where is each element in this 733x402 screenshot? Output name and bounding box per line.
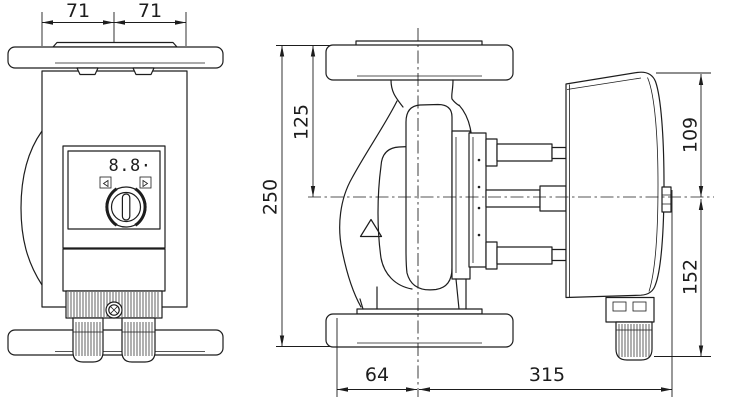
volute-arc: [20, 130, 43, 286]
arrowhead: [698, 186, 704, 197]
flange-tab-left: [76, 67, 99, 76]
dimension-label: 315: [529, 364, 565, 386]
dimension-label: 71: [138, 0, 162, 22]
bottom-flange: [7, 329, 224, 356]
cable-gland-left: [72, 317, 104, 363]
stud-rod-bottom: [551, 248, 567, 262]
suction-neck: [390, 79, 460, 108]
stud-nut-bottom: [485, 241, 498, 270]
button-left: [99, 176, 112, 189]
stud-bolt-bottom: [496, 246, 553, 265]
arrowhead: [42, 20, 53, 25]
dimension-250: 250: [260, 45, 330, 347]
motor-shaft: [485, 189, 541, 208]
flow-arrow-icon: [359, 218, 383, 238]
side-view: [325, 40, 672, 361]
button-right-arrow-icon: [142, 179, 149, 188]
rib-hatching: [618, 324, 650, 357]
terminal-box: [62, 248, 166, 292]
dimension-152: 152: [654, 199, 711, 357]
dimension-label: 109: [680, 117, 702, 153]
head-cap: [451, 130, 471, 280]
front-view: 8.8·: [7, 41, 224, 363]
arrowhead: [310, 45, 316, 57]
knob-scale-arc-right: [134, 187, 147, 227]
rib-hatching: [124, 322, 153, 356]
control-box: [565, 71, 665, 299]
dimension-label: 125: [291, 104, 313, 140]
dimension-71-71: 71 71: [41, 0, 187, 46]
dimension-64-315: 64 315: [336, 190, 673, 397]
dimension-109: 109: [656, 72, 711, 197]
arrowhead: [337, 387, 348, 392]
shaft-collar: [539, 185, 567, 212]
volute-outline: [339, 100, 398, 308]
dimension-label: 152: [680, 259, 702, 295]
base-plate: [356, 308, 483, 315]
arrowhead: [419, 387, 430, 392]
button-right: [139, 176, 152, 189]
bottom-flange: [325, 313, 514, 348]
knob-scale-arc-left: [105, 187, 118, 227]
base-legs: [359, 278, 467, 310]
dimension-label: 64: [365, 364, 389, 386]
rib-hatching: [75, 322, 101, 356]
arrowhead: [103, 20, 114, 25]
display-value: 8.8·: [109, 156, 152, 176]
dimension-label: 71: [66, 0, 90, 22]
flange-tab-right: [132, 67, 155, 76]
clamp-screw: [105, 301, 123, 319]
dimension-label: 250: [260, 179, 282, 215]
arrowhead: [661, 387, 672, 392]
arrowhead: [406, 387, 417, 392]
top-flange: [325, 44, 514, 81]
knob-grip: [121, 193, 131, 221]
dimension-125: 125: [291, 45, 316, 197]
arrowhead: [698, 74, 704, 85]
dimensions: 71 71 250 125 109 152: [41, 0, 711, 397]
stud-nut-top: [485, 138, 498, 167]
arrowhead: [698, 199, 704, 210]
cable-gland-right: [121, 317, 156, 363]
button-left-arrow-icon: [102, 179, 109, 188]
arrowhead: [310, 186, 316, 197]
arrowhead: [279, 335, 285, 347]
control-knob: [105, 186, 147, 228]
stud-bolt-top: [496, 143, 553, 162]
control-box-inner-lines: [566, 77, 659, 297]
arrowhead: [175, 20, 186, 25]
centerlines: [308, 28, 714, 397]
volute-inner-wall: [377, 145, 413, 290]
pipe-stub: [52, 41, 178, 48]
stud-rod-top: [551, 146, 567, 160]
arrowhead: [698, 345, 704, 357]
arrowhead: [114, 20, 125, 25]
cable-gland-side: [615, 321, 653, 361]
motor-flange: [468, 132, 487, 268]
connector-tab: [661, 186, 672, 213]
screw-cross-icon: [110, 306, 118, 314]
arrowhead: [279, 45, 285, 57]
top-flange: [7, 46, 224, 69]
